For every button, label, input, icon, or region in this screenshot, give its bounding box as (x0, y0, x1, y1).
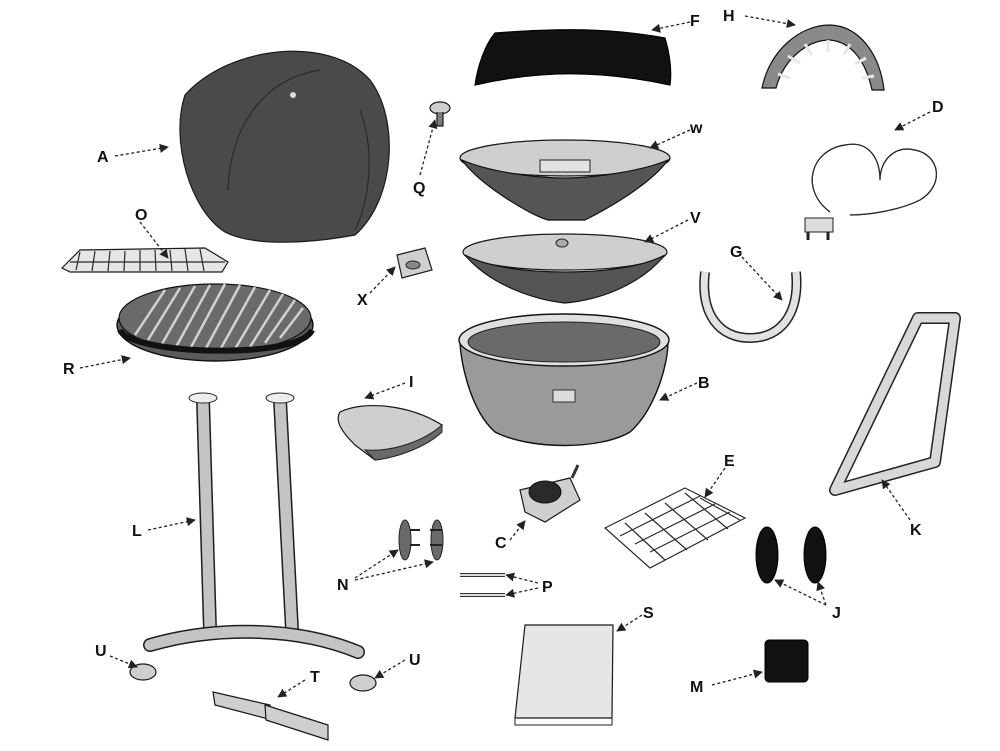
part-bracket-t (212, 691, 329, 741)
label-k: K (910, 522, 922, 539)
part-knob-q (429, 101, 451, 127)
part-windscreen (474, 29, 672, 86)
part-tray (514, 624, 614, 726)
part-box (764, 639, 809, 683)
part-wire-shelf (603, 487, 747, 569)
label-l: L (132, 523, 142, 540)
label-r: R (63, 361, 75, 378)
label-p: P (542, 579, 553, 596)
part-upper-bowl-w (459, 139, 671, 221)
label-u-left: U (95, 643, 107, 660)
part-side-frame (829, 312, 961, 496)
part-end-caps (398, 519, 444, 561)
label-d: D (932, 99, 944, 116)
part-control (519, 464, 581, 523)
leader-lines (79, 15, 931, 698)
label-s: S (643, 605, 654, 622)
label-n: N (337, 577, 349, 594)
label-c: C (495, 535, 507, 552)
part-u-bracket (699, 271, 802, 344)
part-base-bowl (458, 313, 670, 447)
part-lid-dome (179, 50, 390, 243)
label-f: F (690, 13, 700, 30)
label-a: A (97, 149, 109, 166)
part-plate-i (337, 404, 443, 461)
label-g: G (730, 244, 742, 261)
label-x: X (357, 292, 368, 309)
part-warming-rack (60, 247, 229, 273)
part-legs (143, 392, 365, 659)
label-w: w (689, 120, 703, 137)
part-bolts (460, 573, 505, 597)
label-m: M (690, 679, 703, 696)
part-lower-bowl-v (462, 233, 668, 304)
part-bracket-x (396, 247, 433, 279)
part-labels: A B C D E F G H I J K L M N O P Q R S T … (63, 8, 944, 696)
part-feet (129, 663, 377, 692)
part-heating-element (804, 143, 937, 240)
part-cooking-grate (116, 283, 315, 362)
label-i: I (409, 374, 413, 391)
label-t: T (310, 669, 320, 686)
label-j: J (832, 605, 841, 622)
label-u-right: U (409, 652, 421, 669)
label-o: O (135, 207, 147, 224)
part-wheels (755, 526, 827, 584)
part-heat-arc (761, 24, 885, 91)
label-b: B (698, 375, 710, 392)
label-q: Q (413, 180, 425, 197)
label-h: H (723, 8, 735, 25)
label-e: E (724, 453, 735, 470)
label-v: V (690, 210, 701, 227)
